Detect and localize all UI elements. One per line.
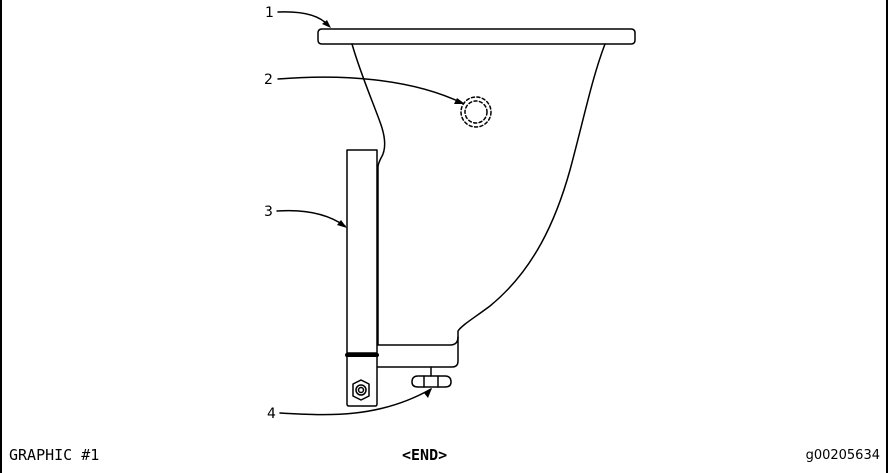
leader-line-4 [279,388,432,416]
mounting-flange [317,28,636,45]
callout-3: 3 [264,204,273,220]
gauge-nut-ring [355,384,367,396]
callout-1: 1 [265,5,274,21]
plug-outer [460,96,492,128]
drain-hex [411,375,452,388]
end-label: <END> [402,446,448,464]
graphic-label: GRAPHIC #1 [9,446,100,464]
callout-4: 4 [267,406,276,422]
housing-base-edge [377,336,459,368]
leader-line-2 [277,76,463,104]
gauge-hex-nut [352,379,370,401]
leader-arrow-3 [337,220,347,228]
leader-line-3 [276,209,346,227]
housing-body [351,43,606,346]
leader-arrow-1 [322,20,331,28]
leader-arrow-4 [424,388,432,398]
leader-line-1 [277,11,329,26]
callout-2: 2 [264,72,273,88]
sight-gauge-bottom [346,356,378,407]
figure-footer: GRAPHIC #1 <END> g00205634 [0,444,888,468]
sight-gauge-tube [346,149,378,354]
gauge-nut-hole [357,386,365,394]
image-id-label: g00205634 [805,448,880,463]
leader-arrow-2 [454,98,465,104]
plug-inner [464,100,488,124]
